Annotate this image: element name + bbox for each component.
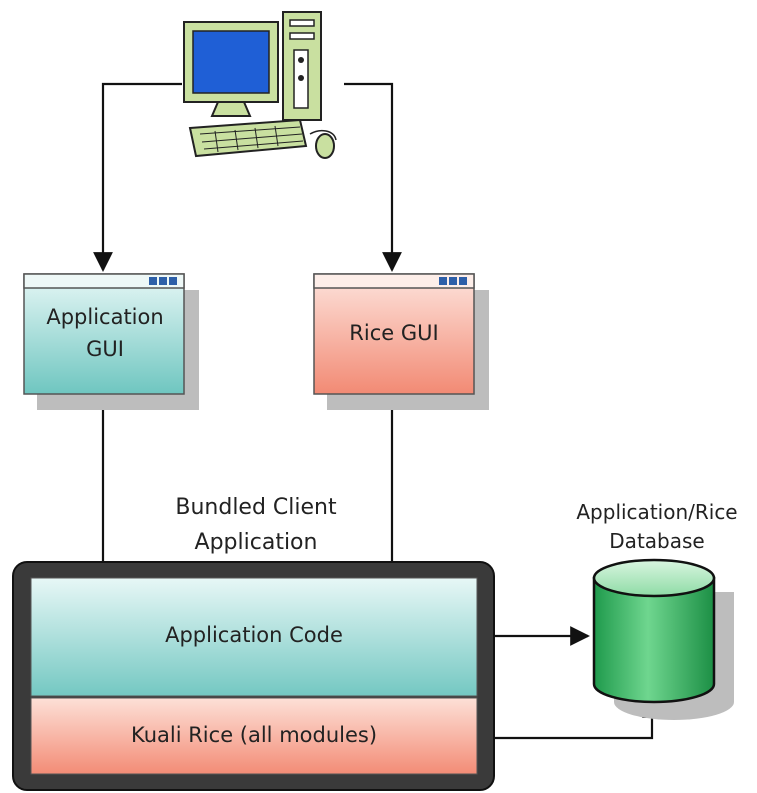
window-controls-icon bbox=[439, 277, 467, 285]
arrow-computer-to-app-gui bbox=[93, 82, 182, 272]
kuali-rice-box bbox=[30, 697, 478, 775]
database-icon bbox=[592, 558, 734, 720]
computer-icon bbox=[183, 11, 337, 159]
database-label-line1: Application/Rice bbox=[576, 500, 737, 524]
bundled-client-label-line1: Bundled Client bbox=[175, 495, 337, 520]
window-controls-icon bbox=[149, 277, 177, 285]
application-gui-label-line2: GUI bbox=[86, 337, 124, 361]
application-gui-label-line1: Application bbox=[46, 305, 163, 329]
arrow-computer-to-rice-gui bbox=[344, 82, 402, 272]
rice-gui-window: Rice GUI bbox=[313, 273, 489, 410]
rice-gui-label: Rice GUI bbox=[349, 321, 438, 345]
application-gui-window: Application GUI bbox=[23, 273, 199, 410]
application-code-label: Application Code bbox=[165, 623, 343, 647]
bundled-client-label-line2: Application bbox=[195, 530, 318, 555]
bundled-client-container: Application Code Kuali Rice (all modules… bbox=[12, 561, 495, 791]
kuali-rice-label: Kuali Rice (all modules) bbox=[131, 723, 377, 747]
application-code-box bbox=[30, 577, 478, 697]
database-label-line2: Database bbox=[609, 529, 704, 553]
